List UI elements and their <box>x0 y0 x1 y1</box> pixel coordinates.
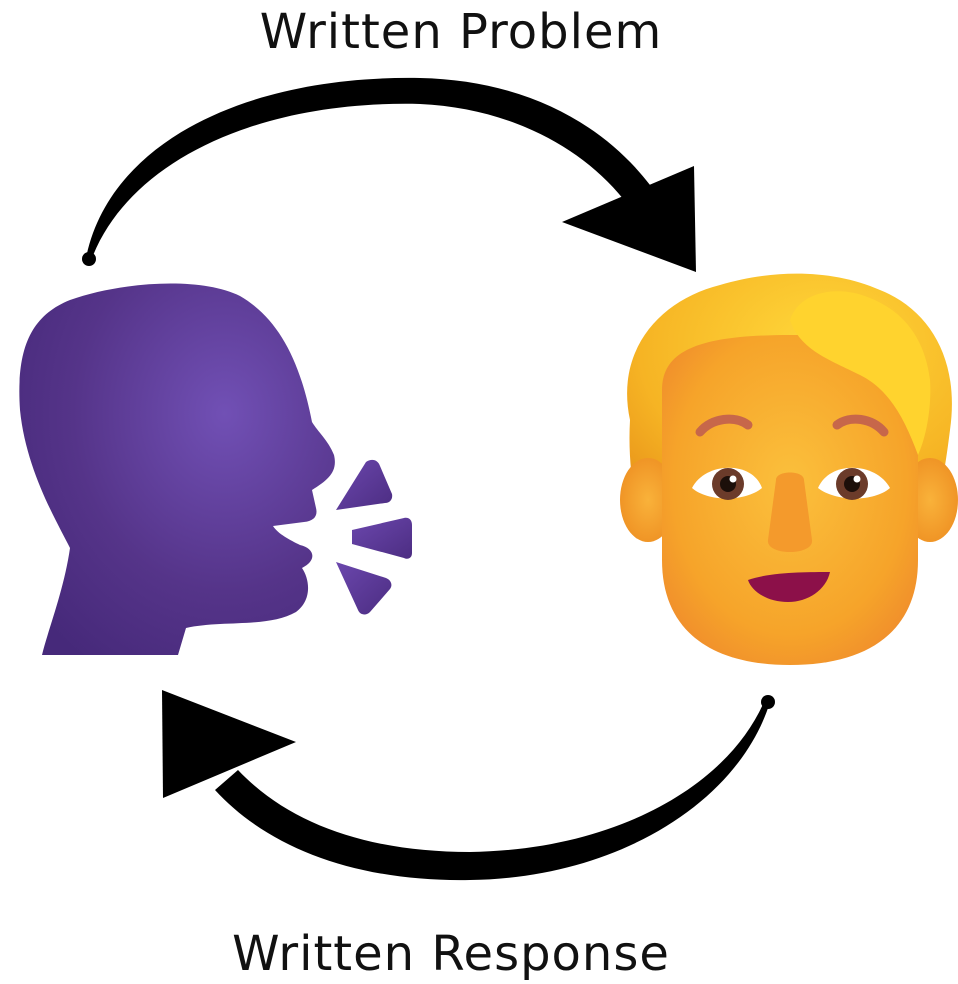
top-arrow <box>82 77 696 272</box>
bottom-arrow <box>162 690 775 881</box>
written-response-label: Written Response <box>232 926 670 982</box>
written-problem-label: Written Problem <box>259 4 663 60</box>
sound-wave-lower <box>336 562 392 615</box>
sound-wave-middle <box>352 517 412 559</box>
right-eyebrow <box>832 414 889 437</box>
top-arrow-head <box>562 166 696 272</box>
left-eye <box>692 467 762 500</box>
right-eye <box>818 467 890 500</box>
top-arrow-shaft <box>86 77 650 258</box>
left-eyebrow <box>695 414 753 437</box>
nose <box>767 472 813 552</box>
sound-wave-upper <box>336 459 393 510</box>
bottom-arrow-head <box>162 690 296 798</box>
person-face-icon <box>620 273 958 665</box>
bottom-arrow-tail-dot <box>761 695 775 709</box>
hair-front <box>790 291 931 455</box>
mouth <box>748 572 830 602</box>
top-arrow-tail-dot <box>82 252 96 266</box>
speaking-head-icon <box>19 283 412 655</box>
bottom-arrow-shaft <box>215 702 770 881</box>
speaking-head-silhouette <box>19 283 335 655</box>
